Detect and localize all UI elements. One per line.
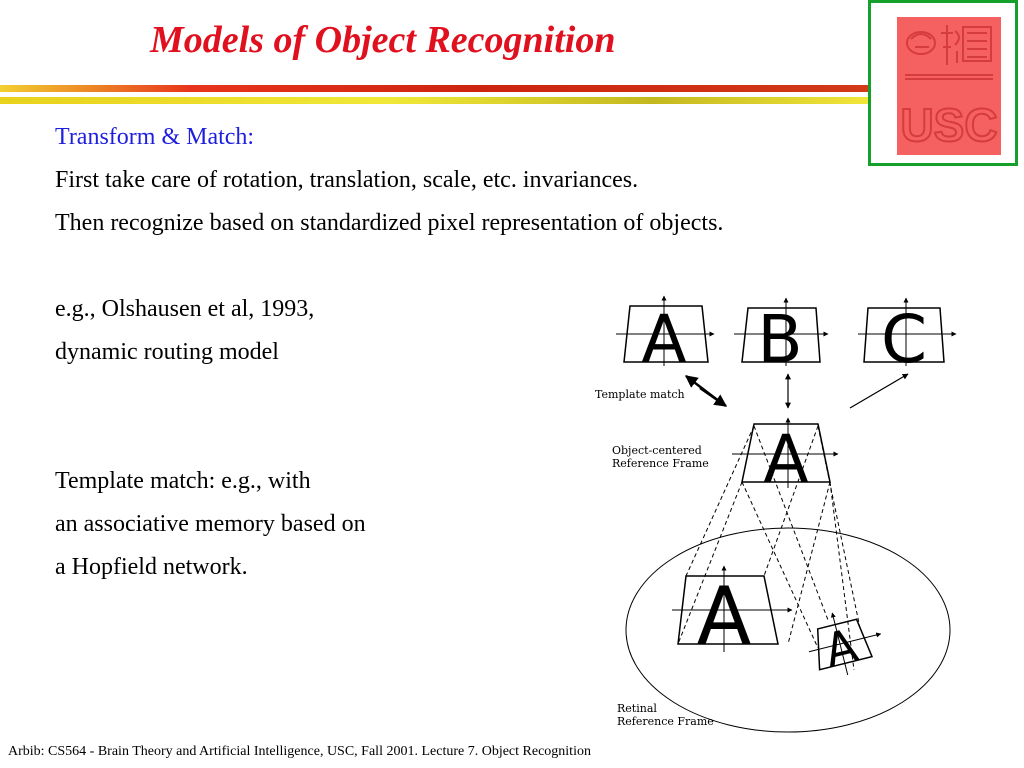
body-line-1: First take care of rotation, translation…	[55, 167, 639, 193]
title-rule-yellow	[0, 97, 870, 104]
retinal-label-line-1: Retinal	[617, 702, 657, 715]
template-c-frame	[858, 297, 957, 366]
template-a-letter: A	[641, 301, 686, 378]
retinal-label-line-2: Reference Frame	[617, 715, 714, 728]
slide-title: Models of Object Recognition	[150, 19, 616, 61]
retinal-frame-small: A	[808, 612, 882, 678]
template-a-frame	[616, 295, 715, 366]
retinal-field	[625, 527, 951, 733]
retinal-frame-large	[672, 565, 793, 652]
template-b-letter: B	[757, 301, 802, 378]
slide-footer: Arbib: CS564 - Brain Theory and Artifici…	[8, 744, 591, 759]
usc-logo: USC	[897, 17, 1001, 155]
template-c-letter: C	[881, 301, 927, 378]
object-centered-label-line-1: Object-centered	[612, 444, 702, 457]
body-line-6: an associative memory based on	[55, 511, 366, 537]
template-match-arrows	[685, 373, 909, 409]
template-match-label: Template match	[595, 388, 685, 401]
dynamic-routing-figure: A B C Template match A Object-centered R…	[595, 295, 957, 733]
body-line-5: Template match: e.g., with	[55, 468, 311, 494]
object-centered-letter: A	[763, 421, 808, 498]
body-line-7: a Hopfield network.	[55, 554, 248, 580]
body-line-3: e.g., Olshausen et al, 1993,	[55, 296, 315, 322]
usc-logo-text: USC	[900, 99, 997, 151]
object-centered-label-line-2: Reference Frame	[612, 457, 709, 470]
template-b-frame	[734, 297, 829, 366]
retinal-large-letter: A	[697, 570, 752, 663]
routing-lines	[677, 425, 861, 671]
body-line-2: Then recognize based on standardized pix…	[55, 210, 724, 236]
usc-logo-frame: USC	[868, 0, 1018, 166]
slide-body: Transform & Match: First take care of ro…	[55, 116, 955, 589]
title-rule-red	[0, 85, 870, 92]
body-line-4: dynamic routing model	[55, 339, 279, 365]
spacer	[55, 245, 955, 288]
section-heading: Transform & Match:	[55, 124, 255, 150]
